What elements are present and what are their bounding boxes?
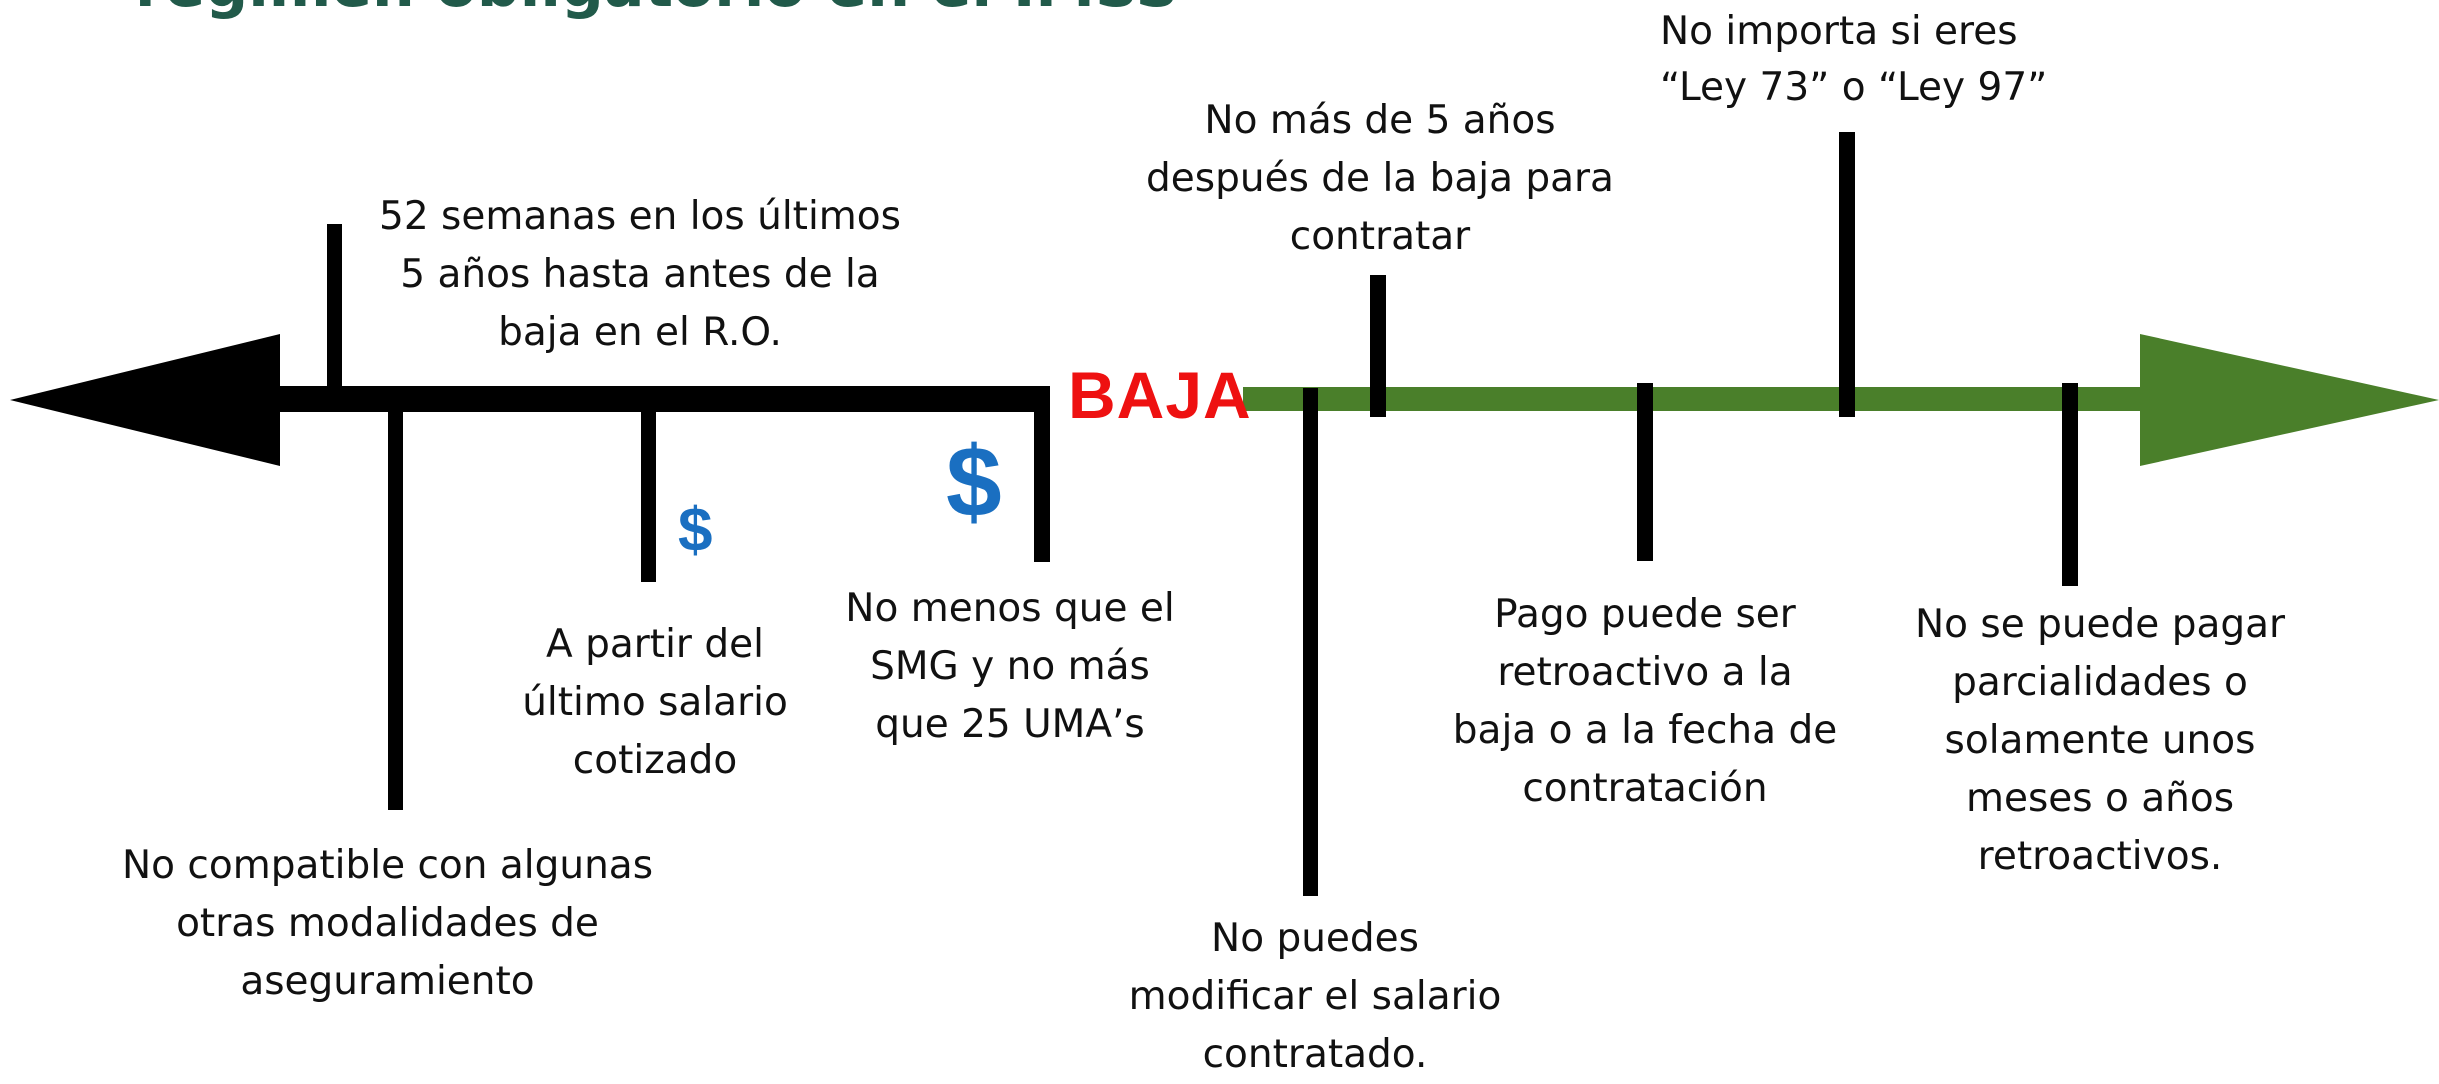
note-not-compatible: No compatible con algunas otras modalida… <box>121 843 654 1004</box>
baja-label: BAJA <box>1068 358 1252 432</box>
note-weeks: 52 semanas en los últimos 5 años hasta a… <box>379 194 901 355</box>
dollar-icon-small: $ <box>678 496 713 565</box>
tick-retroactive <box>1637 383 1653 561</box>
before-arrow-shaft <box>270 386 1050 412</box>
note-five-years: No más de 5 años después de la baja para… <box>1146 98 1614 259</box>
note-salary-range: No menos que el SMG y no más que 25 UMA’… <box>845 586 1175 747</box>
before-arrow-head <box>10 334 280 466</box>
tick-last-salary <box>641 408 656 582</box>
after-arrow-head <box>2140 334 2439 466</box>
note-no-partial: No se puede pagar parcialidades o solame… <box>1914 602 2286 879</box>
tick-weeks <box>327 224 342 390</box>
dollar-icon-large: $ <box>946 426 1002 538</box>
tick-salary-range <box>1034 386 1050 562</box>
tick-no-partial <box>2062 383 2078 586</box>
note-ley: No importa si eres “Ley 73” o “Ley 97” <box>1660 9 2048 110</box>
tick-not-compatible <box>388 408 403 810</box>
note-last-salary: A partir del último salario cotizado <box>522 622 788 783</box>
page-title: régimen obligatorio en el IMSS <box>135 0 1179 16</box>
tick-no-modify <box>1303 388 1318 896</box>
after-arrow-shaft <box>1243 387 2153 411</box>
note-retroactive: Pago puede ser retroactivo a la baja o a… <box>1452 592 1838 811</box>
tick-ley <box>1839 132 1855 417</box>
tick-five-years <box>1370 275 1386 417</box>
note-no-modify: No puedes modificar el salario contratad… <box>1128 916 1502 1077</box>
